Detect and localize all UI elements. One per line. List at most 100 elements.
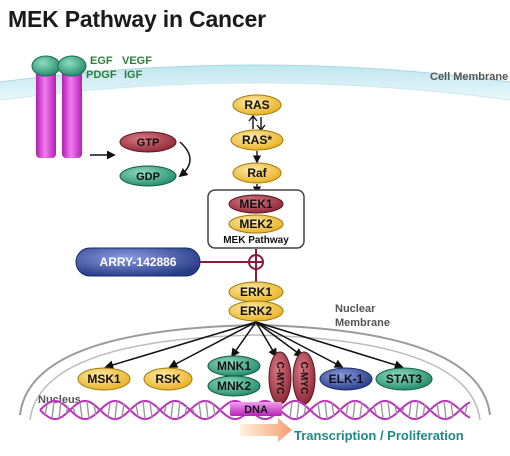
dna-base-pair — [44, 405, 48, 415]
rsk-node: RSK — [143, 367, 193, 391]
cmyc-node-1: C-MYC — [268, 351, 292, 405]
msk1-node: MSK1 — [77, 367, 131, 391]
svg-text:MNK2: MNK2 — [217, 379, 251, 393]
transcription-label: Transcription / Proliferation — [294, 428, 464, 443]
dna-base-pair — [100, 408, 104, 412]
growth-factor-receptor — [31, 55, 87, 158]
dna-base-pair — [359, 402, 363, 418]
gtp-node: GTP — [119, 131, 177, 153]
dna-base-pair — [443, 400, 447, 420]
dna-base-pair — [114, 400, 118, 420]
svg-text:ERK1: ERK1 — [240, 285, 272, 299]
dna-base-pair — [79, 402, 83, 418]
dna-base-pair — [408, 402, 412, 418]
dna-base-pair — [156, 406, 160, 414]
transcription-arrow — [240, 418, 292, 442]
mek1-node: MEK1 — [228, 194, 284, 214]
svg-text:MEK2: MEK2 — [239, 217, 273, 231]
dna-base-pair — [415, 400, 419, 420]
dna-base-pair — [65, 406, 69, 414]
dna-base-pair — [338, 408, 342, 412]
svg-text:RSK: RSK — [155, 372, 181, 386]
mek-pathway-label: MEK Pathway — [223, 235, 289, 246]
nuclear-membrane-label-2: Membrane — [335, 317, 390, 329]
dna-base-pair — [177, 401, 181, 419]
dna-base-pair — [324, 400, 328, 420]
svg-text:Raf: Raf — [247, 166, 267, 180]
dna-base-pair — [142, 401, 146, 419]
dna-base-pair — [205, 400, 209, 420]
mnk1-node: MNK1 — [207, 355, 261, 377]
dna-base-pair — [317, 403, 321, 417]
dna-base-pair — [198, 402, 202, 418]
dna-base-pair — [149, 402, 153, 418]
dna-base-pair — [170, 401, 174, 419]
dna-base-pair — [212, 403, 216, 417]
vegf-label: VEGF — [122, 55, 152, 67]
pdgf-label: PDGF — [86, 69, 117, 81]
dna-base-pair — [51, 401, 55, 419]
elk1-node: ELK-1 — [319, 367, 373, 391]
svg-text:ELK-1: ELK-1 — [329, 372, 364, 386]
svg-text:MNK1: MNK1 — [217, 359, 251, 373]
dna-base-pair — [121, 403, 125, 417]
ras-node: RAS — [232, 94, 282, 116]
cmyc-node-2: C-MYC — [292, 351, 316, 405]
dna-helix: DNA — [39, 400, 471, 420]
svg-text:ARRY-142886: ARRY-142886 — [100, 255, 177, 269]
ras-star-node: RAS* — [230, 129, 284, 151]
dna-base-pair — [380, 401, 384, 419]
mek2-node: MEK2 — [228, 214, 284, 234]
dna-base-pair — [401, 407, 405, 413]
nuclear-membrane-label-1: Nuclear — [335, 303, 376, 315]
dna-base-pair — [163, 406, 167, 414]
svg-text:C-MYC: C-MYC — [298, 362, 309, 395]
dna-base-pair — [450, 402, 454, 418]
svg-text:ERK2: ERK2 — [240, 304, 272, 318]
dna-base-pair — [184, 405, 188, 415]
nucleus-label: Nucleus — [38, 394, 81, 406]
dna-base-pair — [373, 406, 377, 414]
dna-base-pair — [86, 401, 90, 419]
svg-text:C-MYC: C-MYC — [274, 362, 285, 395]
svg-text:RAS*: RAS* — [242, 133, 272, 147]
dna-base-pair — [191, 407, 195, 413]
page-title: MEK Pathway in Cancer — [8, 6, 266, 32]
egf-label: EGF — [90, 55, 113, 67]
erk-target-arrows — [104, 321, 404, 370]
dna-base-pair — [58, 401, 62, 419]
dna-base-pair — [303, 404, 307, 416]
dna-base-pair — [296, 401, 300, 419]
dna-base-pair — [128, 408, 132, 412]
dna-base-pair — [387, 401, 391, 419]
dna-base-pair — [394, 405, 398, 415]
erk2-node: ERK2 — [228, 300, 284, 322]
stat3-node: STAT3 — [375, 367, 433, 391]
igf-label: IGF — [124, 69, 143, 81]
dna-base-pair — [366, 406, 370, 414]
dna-base-pair — [436, 403, 440, 417]
dna-base-pair — [352, 401, 356, 419]
dna-base-pair — [345, 404, 349, 416]
dna-base-pair — [72, 406, 76, 414]
svg-text:MEK1: MEK1 — [239, 197, 273, 211]
mnk2-node: MNK2 — [207, 375, 261, 397]
svg-text:MSK1: MSK1 — [87, 372, 121, 386]
svg-text:GTP: GTP — [137, 137, 160, 149]
svg-text:GDP: GDP — [136, 171, 160, 183]
raf-node: Raf — [232, 162, 282, 184]
svg-text:RAS: RAS — [244, 98, 269, 112]
svg-text:STAT3: STAT3 — [386, 372, 423, 386]
dna-base-pair — [107, 403, 111, 417]
dna-base-pair — [93, 404, 97, 416]
dna-label: DNA — [244, 404, 268, 416]
gtp-to-gdp-arrow — [178, 141, 191, 178]
erk1-node: ERK1 — [228, 281, 284, 303]
dna-base-pair — [422, 403, 426, 417]
dna-base-pair — [464, 405, 468, 415]
gdp-node: GDP — [119, 165, 177, 187]
dna-base-pair — [135, 404, 139, 416]
cell-membrane-label: Cell Membrane — [430, 71, 508, 83]
